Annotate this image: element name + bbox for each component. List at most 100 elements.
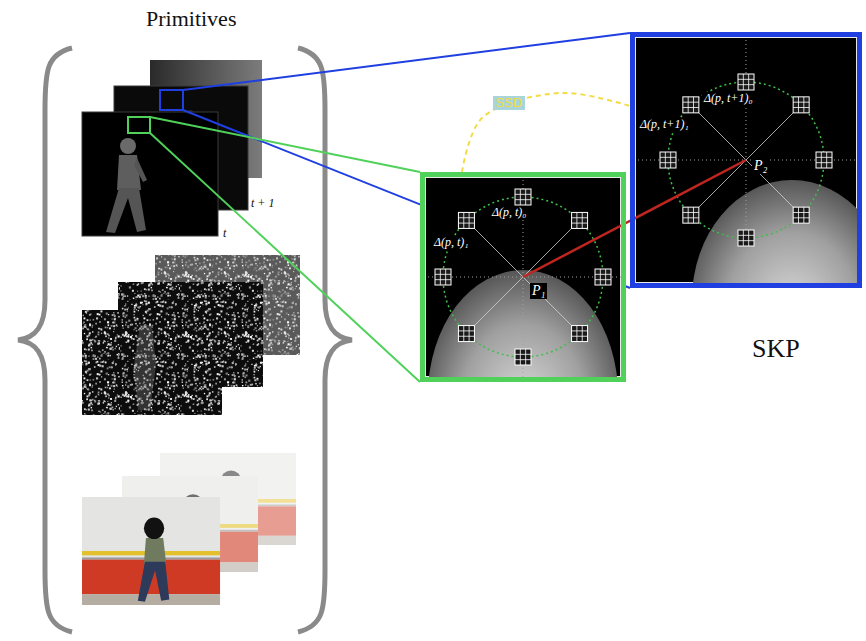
illustration-part xyxy=(150,117,420,172)
illustration-part xyxy=(469,212,470,228)
point-label: P₂ xyxy=(752,158,769,174)
illustration-part xyxy=(572,326,588,342)
patch-grid xyxy=(572,212,588,228)
illustration-part xyxy=(793,212,809,213)
comparison-connector xyxy=(462,93,630,172)
illustration-part xyxy=(458,326,474,342)
body-silhouette xyxy=(428,270,618,377)
illustration-part xyxy=(572,223,588,224)
illustration-part xyxy=(572,336,588,337)
illustration-part xyxy=(440,269,441,285)
patch-grid xyxy=(515,189,531,205)
illustration-part xyxy=(572,330,588,331)
illustration-part xyxy=(605,269,606,285)
illustration-part xyxy=(595,269,611,285)
illustration-part xyxy=(515,349,531,365)
illustration-part xyxy=(463,326,464,342)
illustration-part xyxy=(748,230,749,246)
illustration-part xyxy=(743,230,744,246)
patch-grid xyxy=(793,97,809,113)
illustration-part xyxy=(683,97,699,113)
illustration-part xyxy=(463,212,464,228)
zoom-frame-t1: Δ(p, t+1)₀ Δ(p, t+1)₁ P₂ xyxy=(630,32,862,288)
illustration-part xyxy=(469,326,470,342)
illustration-part xyxy=(683,107,699,108)
illustration-part xyxy=(748,74,749,90)
body-silhouette xyxy=(692,180,857,283)
illustration-part xyxy=(793,207,809,223)
illustration-part xyxy=(595,279,611,280)
zoom-illustration xyxy=(635,37,857,283)
region-title: SKP xyxy=(752,334,800,364)
illustration-part xyxy=(120,138,136,154)
illustration-part xyxy=(793,102,809,103)
illustration-part xyxy=(82,497,220,605)
displacement-line xyxy=(635,160,746,277)
illustration-part xyxy=(635,37,857,283)
frame-label: t xyxy=(223,227,226,241)
illustration-part xyxy=(738,235,754,236)
offset-label: Δ(p, t)₀ xyxy=(490,206,529,220)
patch-grid xyxy=(515,349,531,365)
offset-label: Δ(p, t+1)₀ xyxy=(702,92,755,106)
patch-grid xyxy=(793,207,809,223)
offset-label: Δ(p, t)₁ xyxy=(432,236,471,250)
patch-grid xyxy=(458,212,474,228)
illustration-part xyxy=(670,152,671,168)
illustration-part xyxy=(688,97,689,113)
illustration-part xyxy=(793,97,809,113)
illustration-part xyxy=(683,207,699,223)
skp-region: SKPΔ(p, t)₀Δ(p, t)₁P₁Δ(p, t+1)₀Δ(p, t+1)… xyxy=(370,45,866,393)
illustration-part xyxy=(798,97,799,113)
patch-grid xyxy=(738,230,754,246)
edge-label: SSD xyxy=(493,96,526,111)
illustration-part xyxy=(826,152,827,168)
illustration-part xyxy=(572,212,588,228)
patch-grid xyxy=(458,326,474,342)
illustration-part xyxy=(738,84,754,85)
patch-grid xyxy=(595,269,611,285)
illustration-part xyxy=(738,74,754,90)
illustration-part xyxy=(458,336,474,337)
illustration-part xyxy=(665,152,666,168)
illustration-part xyxy=(515,359,531,360)
illustration-part xyxy=(82,310,222,415)
illustration-part xyxy=(515,199,531,200)
illustration-part xyxy=(693,207,694,223)
patch-grid xyxy=(738,74,754,90)
illustration-part xyxy=(582,212,583,228)
illustration-part xyxy=(515,194,531,195)
illustration-part xyxy=(82,310,222,415)
illustration-part xyxy=(435,279,451,280)
illustration-part xyxy=(660,152,676,168)
illustration-part xyxy=(134,325,156,410)
illustration-part xyxy=(803,207,804,223)
illustration-part xyxy=(660,157,676,158)
illustration-part xyxy=(798,207,799,223)
illustration-part xyxy=(821,152,822,168)
illustration-part xyxy=(738,79,754,80)
illustration-part xyxy=(572,217,588,218)
illustration-part xyxy=(458,217,474,218)
right-brace xyxy=(298,48,352,632)
illustration-part xyxy=(816,157,832,158)
displacement-line xyxy=(523,177,621,277)
illustration-part xyxy=(445,269,446,285)
illustration-part xyxy=(816,162,832,163)
illustration-part xyxy=(520,189,521,205)
illustration-part xyxy=(803,97,804,113)
depth-frames xyxy=(82,60,262,236)
offset-label: Δ(p, t+1)₁ xyxy=(638,118,691,132)
illustration-part xyxy=(683,102,699,103)
noise-frames xyxy=(82,255,300,415)
patch-grid xyxy=(683,207,699,223)
illustration-part xyxy=(683,212,699,213)
illustration-part xyxy=(595,274,611,275)
patch-grid xyxy=(435,269,451,285)
illustration-part xyxy=(600,269,601,285)
illustration-part xyxy=(738,230,754,246)
zoom-frame-t: Δ(p, t)₀Δ(p, t)₁P₁ xyxy=(420,172,626,382)
illustration-part xyxy=(435,269,451,285)
illustration-part xyxy=(458,212,474,228)
